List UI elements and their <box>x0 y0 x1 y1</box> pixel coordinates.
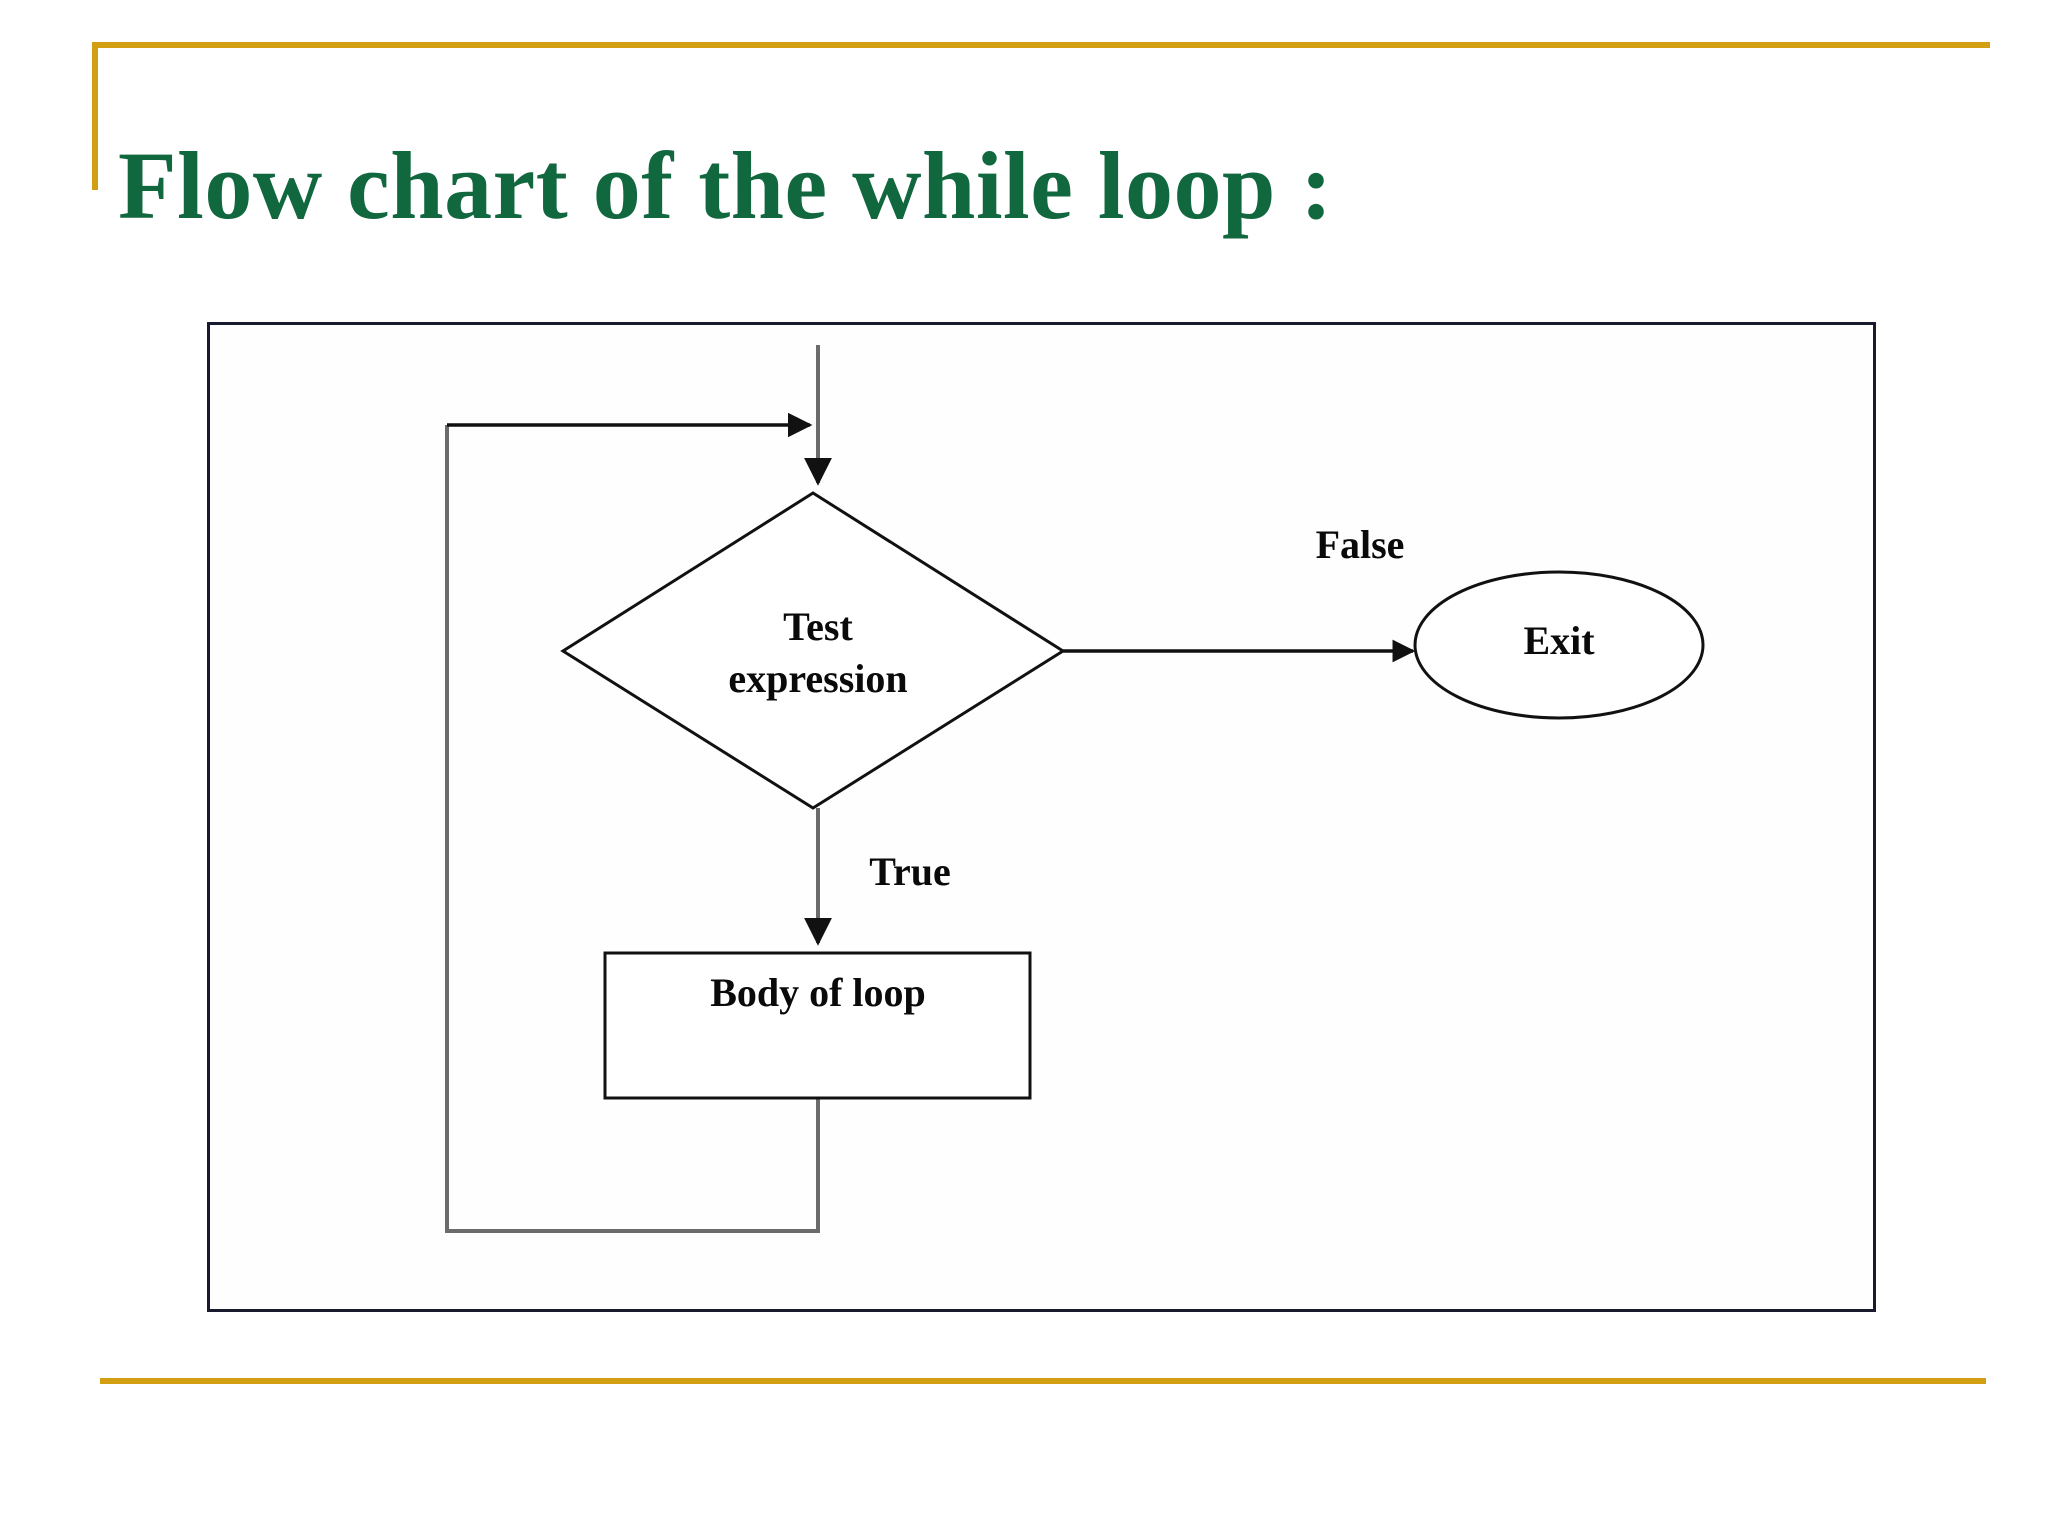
page-title-suffix: loop : <box>1073 132 1333 240</box>
edge-false-branch: False <box>1063 522 1416 663</box>
node-test-label-line1: Test <box>783 604 853 649</box>
edge-label-true: True <box>869 849 950 894</box>
node-test-label-line2: expression <box>728 656 907 701</box>
edge-true-branch: True <box>804 808 951 946</box>
rect-shape <box>603 951 1032 1100</box>
page-title-keyword: while <box>852 132 1074 240</box>
flowchart-svg: Test expression False Exit True Body of … <box>445 345 1705 1233</box>
slide-accent-rule-bottom <box>100 1378 1986 1384</box>
node-test-expression[interactable]: Test expression <box>560 491 1066 810</box>
slide-accent-rule-top <box>92 42 1990 48</box>
node-exit-label: Exit <box>1523 618 1595 663</box>
page-title: Flow chart of the while loop : <box>118 132 1918 240</box>
node-exit[interactable]: Exit <box>1413 570 1705 720</box>
ellipse-shape <box>1413 570 1705 720</box>
page-title-prefix: Flow chart of the <box>118 132 853 240</box>
node-body-of-loop[interactable]: Body of loop <box>603 951 1032 1100</box>
flowchart-figure: Test expression False Exit True Body of … <box>207 322 1876 1312</box>
edge-label-false: False <box>1316 522 1405 567</box>
node-body-label: Body of loop <box>710 970 926 1015</box>
diamond-shape <box>560 491 1066 810</box>
loop-back-path <box>445 425 820 1233</box>
slide-accent-rule-left <box>92 42 98 190</box>
edge-loop-back <box>445 412 820 1233</box>
